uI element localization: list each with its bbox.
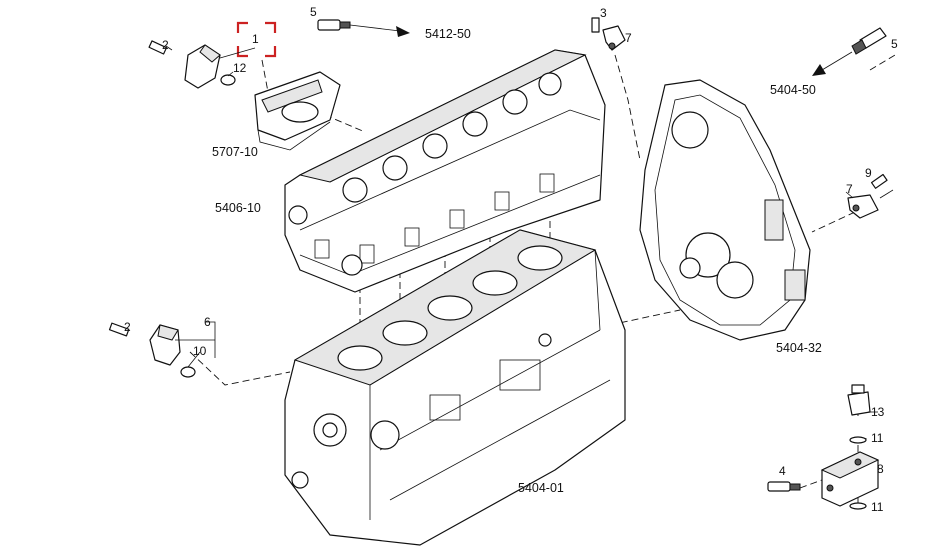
callout-2-top: 2 bbox=[162, 38, 169, 52]
speed-sensor-right bbox=[812, 27, 887, 76]
flywheel-housing bbox=[639, 79, 811, 341]
callout-7-right: 7 bbox=[846, 182, 853, 196]
highlight-bracket bbox=[236, 21, 277, 58]
callout-leaders bbox=[165, 45, 894, 507]
callout-12: 12 bbox=[233, 61, 247, 75]
callout-11-bottom: 11 bbox=[871, 500, 884, 514]
speed-sensor-top bbox=[317, 19, 410, 37]
callout-11-top: 11 bbox=[871, 431, 884, 445]
callout-8: 8 bbox=[877, 462, 884, 476]
fitting-assembly bbox=[820, 384, 880, 510]
camshaft-bores bbox=[342, 72, 562, 203]
sensor-top-left bbox=[148, 40, 236, 89]
cylinder-head bbox=[284, 49, 606, 293]
callout-5-right: 5 bbox=[891, 37, 898, 51]
sensor-right-side bbox=[847, 173, 888, 219]
sensor-top-center bbox=[591, 17, 626, 51]
callout-4: 4 bbox=[779, 464, 786, 478]
callout-6: 6 bbox=[204, 315, 211, 329]
label-crankcase: 5404-01 bbox=[518, 481, 564, 495]
label-sensor-ref-right: 5404-50 bbox=[770, 83, 816, 97]
callout-3: 3 bbox=[600, 6, 607, 20]
callout-2-left: 2 bbox=[124, 320, 131, 334]
head-ports bbox=[288, 173, 555, 276]
callout-9: 9 bbox=[865, 166, 872, 180]
label-thermostat-housing: 5707-10 bbox=[212, 145, 258, 159]
label-cylinder-head: 5406-10 bbox=[215, 201, 261, 215]
crankcase bbox=[284, 229, 626, 546]
callout-5-top: 5 bbox=[310, 5, 317, 19]
callout-1: 1 bbox=[252, 32, 259, 46]
label-flywheel-housing: 5404-32 bbox=[776, 341, 822, 355]
callout-10: 10 bbox=[193, 344, 207, 358]
sensor-bottom-right bbox=[767, 481, 801, 492]
callout-13: 13 bbox=[871, 405, 885, 419]
callout-7-top: 7 bbox=[625, 31, 632, 45]
thermostat-housing bbox=[254, 71, 341, 151]
cylinder-bores bbox=[337, 245, 563, 371]
sensor-left bbox=[108, 322, 196, 378]
label-sensor-ref-top: 5412-50 bbox=[425, 27, 471, 41]
